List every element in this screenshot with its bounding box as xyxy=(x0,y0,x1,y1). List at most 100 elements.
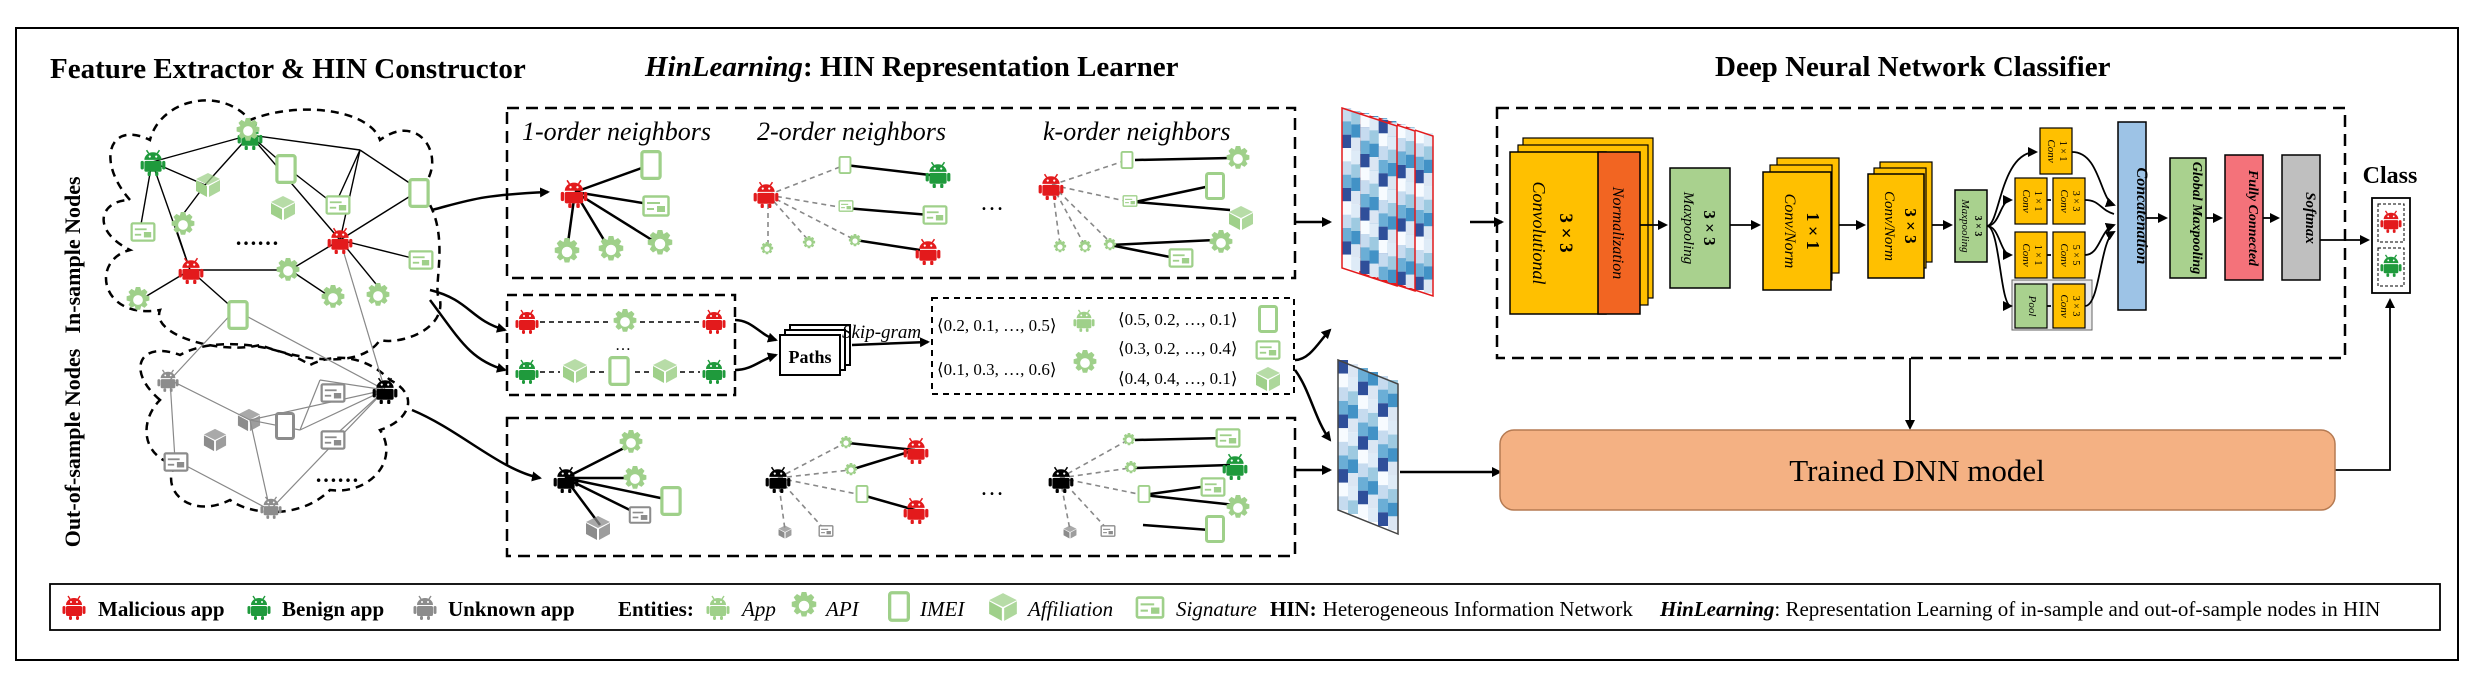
imei-icon xyxy=(838,156,852,174)
svg-text:3 × 3: 3 × 3 xyxy=(2070,296,2081,317)
api-icon xyxy=(236,118,260,141)
kth-order-neighbors xyxy=(1038,146,1253,268)
section-title-classifier: Deep Neural Network Classifier xyxy=(1715,51,2111,83)
svg-text:Pool: Pool xyxy=(2026,295,2038,317)
svg-text:Conv: Conv xyxy=(2045,139,2057,162)
signature-icon xyxy=(1100,525,1116,537)
affiliation-icon xyxy=(203,428,227,452)
conv-label: Convolutional xyxy=(1529,182,1549,285)
section-title-hinlearning: HinLearning: HIN Representation Learner xyxy=(644,51,1179,83)
app-icon xyxy=(706,595,730,620)
neighbors-ellipsis: … xyxy=(980,190,1004,216)
affiliation-icon xyxy=(653,359,677,383)
trained-dnn-model xyxy=(1499,429,2336,511)
conv-size: 3 × 3 xyxy=(1555,213,1576,252)
maxpool-label: Maxpooling xyxy=(1680,191,1696,265)
global-maxpooling-label: Global Maxpooling xyxy=(2189,162,2204,274)
svg-text:Conv: Conv xyxy=(2058,189,2070,212)
svg-text:Conv: Conv xyxy=(2058,243,2070,266)
svg-text:3 × 3: 3 × 3 xyxy=(2070,191,2081,212)
legend xyxy=(49,583,2441,631)
kth-order-label: k-order neighbors xyxy=(1043,117,1231,146)
out-of-sample-kth-neighbors xyxy=(1048,428,1250,543)
softmax-layer xyxy=(2281,154,2321,281)
affiliation-icon xyxy=(586,516,610,540)
small-maxpool-label: Maxpooling xyxy=(1959,198,1971,253)
imei-icon xyxy=(1258,305,1278,333)
imei-icon xyxy=(275,412,295,440)
signature-icon xyxy=(1168,248,1194,268)
api-icon xyxy=(126,287,150,310)
signature-icon xyxy=(1200,477,1226,497)
imei-icon xyxy=(608,356,630,386)
outer-frame xyxy=(15,27,2459,661)
affiliation-icon xyxy=(1256,367,1280,391)
api-icon xyxy=(1073,350,1097,373)
imei-icon xyxy=(640,150,662,180)
global-maxpooling-layer xyxy=(2169,157,2207,279)
inception-module: 1 × 1 Conv 1 × 1 Conv 3 × 3 Conv 1 × 1 C… xyxy=(2011,127,2093,331)
api-icon xyxy=(1226,495,1250,518)
legend-imei: IMEI xyxy=(919,597,965,621)
out-of-sample-neighbors-box xyxy=(505,416,1297,558)
unknown-app-icon xyxy=(413,595,437,620)
vector-row: ⟨0.2, 0.1, …, 0.5⟩ xyxy=(937,316,1057,335)
api-icon xyxy=(760,242,774,255)
legend-api: API xyxy=(824,597,860,621)
dnn-layers: 3 × 3 Convolutional Normalization 3 × 3 … xyxy=(1509,121,2417,471)
signature-icon xyxy=(628,506,652,524)
neighbors-ellipsis: … xyxy=(980,475,1004,501)
signature-icon xyxy=(642,195,670,217)
affiliation-icon xyxy=(271,196,295,220)
first-order-label: 1-order neighbors xyxy=(522,117,711,146)
unknown-app-icon xyxy=(157,369,179,392)
normalization-layer xyxy=(1597,151,1641,315)
api-icon xyxy=(613,309,637,332)
api-icon xyxy=(619,430,643,453)
imei-icon xyxy=(660,486,682,516)
api-icon xyxy=(791,592,817,617)
benign-app-icon xyxy=(515,359,539,384)
embedding-vectors-box xyxy=(931,297,1295,395)
signature-icon xyxy=(408,250,434,270)
imei-icon xyxy=(408,178,430,208)
signature-icon xyxy=(320,430,346,450)
section-title-feature-extractor: Feature Extractor & HIN Constructor xyxy=(50,53,526,85)
imei-icon xyxy=(275,154,297,184)
signature-icon xyxy=(1255,340,1281,360)
legend-app: App xyxy=(740,597,776,621)
graph-ellipsis: …… xyxy=(235,225,279,250)
fully-connected-layer xyxy=(2224,154,2264,281)
svg-text:1 × 1: 1 × 1 xyxy=(2057,141,2068,162)
small-maxpool-size: 3 × 3 xyxy=(1972,216,1983,237)
legend-signature: Signature xyxy=(1176,597,1257,621)
paths-label: Paths xyxy=(788,347,831,367)
conv-norm-3-size: 3 × 3 xyxy=(1901,208,1920,243)
unknown-app-icon xyxy=(260,496,282,519)
api-icon xyxy=(802,236,816,249)
maxpool-size: 3 × 3 xyxy=(1700,210,1719,245)
malicious-app-icon xyxy=(915,238,941,265)
imei-icon xyxy=(888,591,910,622)
api-icon xyxy=(1053,240,1067,253)
conv-norm-1-label: Conv/Norm xyxy=(1781,194,1798,269)
api-icon xyxy=(321,285,345,308)
svg-text:Conv: Conv xyxy=(2020,243,2032,266)
legend-malicious: Malicious app xyxy=(98,597,225,621)
api-icon xyxy=(1209,230,1233,253)
benign-app-icon xyxy=(247,595,271,620)
imei-icon xyxy=(1137,485,1151,503)
svg-text:1 × 1: 1 × 1 xyxy=(2032,191,2043,212)
signature-icon xyxy=(1122,195,1138,207)
api-icon xyxy=(1122,433,1136,446)
signature-icon xyxy=(838,200,854,212)
benign-app-icon xyxy=(1222,453,1248,480)
imei-icon xyxy=(1120,151,1134,169)
graph-ellipsis: …… xyxy=(315,462,359,487)
signature-icon xyxy=(163,452,189,472)
api-icon xyxy=(848,234,862,247)
affiliation-icon xyxy=(563,359,587,383)
meta-paths: … xyxy=(515,309,726,386)
signature-icon xyxy=(320,383,346,403)
